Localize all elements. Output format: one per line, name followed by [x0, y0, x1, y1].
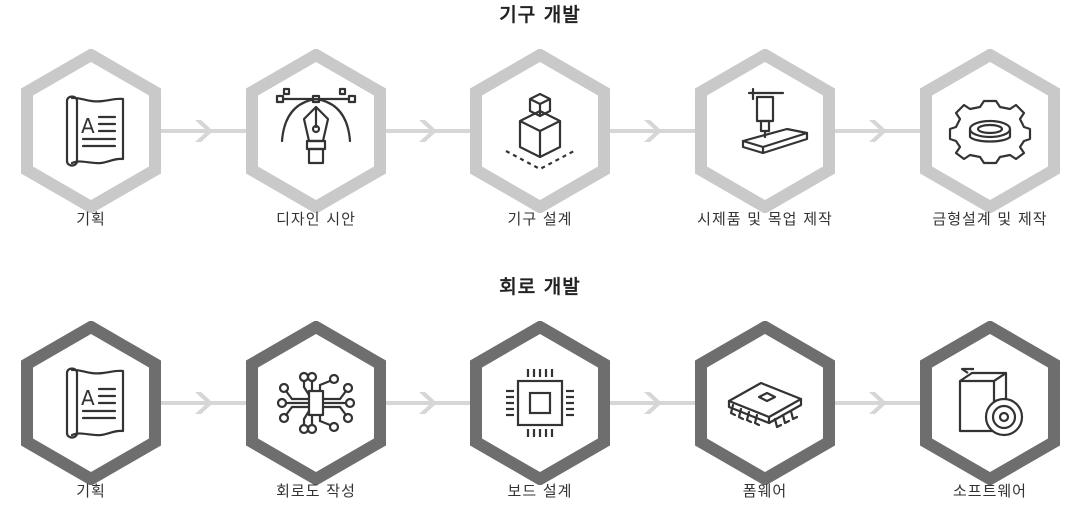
- hexagon-frame: [695, 49, 835, 213]
- pen-tool-icon: [275, 87, 357, 165]
- step-label-schematic: 회로도 작성: [276, 482, 356, 500]
- step-label-planning: 기획: [76, 210, 106, 228]
- connector-line: [825, 401, 930, 405]
- step-label-firmware: 폼웨어: [742, 482, 788, 500]
- step-planning: A: [19, 321, 163, 485]
- connector-line: [600, 129, 705, 133]
- section-title-mechanical: 기구 개발: [499, 4, 581, 26]
- svg-text:A: A: [81, 114, 95, 138]
- step-schematic: [244, 321, 388, 485]
- step-label-board-design: 보드 설계: [507, 482, 573, 500]
- connector-line: [376, 129, 480, 133]
- step-label-prototype-mockup: 시제품 및 목업 제작: [697, 210, 833, 228]
- circuit-diagram-icon: [276, 371, 356, 435]
- step-mold-design: [918, 49, 1062, 213]
- software-box-disc-icon: [958, 367, 1024, 437]
- hexagon-frame: A: [21, 321, 161, 485]
- chevron-right-icon: [643, 120, 662, 142]
- document-scroll-icon: A: [65, 367, 125, 439]
- chevron-right-icon: [194, 120, 213, 142]
- step-label-design-draft: 디자인 시안: [276, 210, 356, 228]
- section-title-circuit: 회로 개발: [499, 276, 581, 298]
- step-prototype-mockup: [693, 49, 837, 213]
- chevron-right-icon: [643, 392, 662, 414]
- step-label-planning: 기획: [76, 482, 106, 500]
- connector-line: [825, 129, 930, 133]
- step-planning: A: [19, 49, 163, 213]
- step-mechanical-design: [468, 49, 612, 213]
- step-board-design: [468, 321, 612, 485]
- step-label-software: 소프트웨어: [952, 482, 1027, 500]
- cpu-chip-icon: [506, 369, 574, 437]
- hexagon-frame: [470, 49, 610, 213]
- cnc-machine-icon: [741, 87, 809, 155]
- step-design-draft: [244, 49, 388, 213]
- step-label-mold-design: 금형설계 및 제작: [932, 210, 1048, 228]
- connector-line: [151, 401, 256, 405]
- microchip-icon: [727, 381, 803, 429]
- hexagon-frame: [920, 321, 1060, 485]
- hexagon-frame: [470, 321, 610, 485]
- chevron-right-icon: [868, 392, 887, 414]
- 3d-cube-icon: [505, 92, 575, 171]
- connector-line: [151, 129, 256, 133]
- chevron-right-icon: [194, 392, 213, 414]
- step-firmware: [693, 321, 837, 485]
- chevron-right-icon: [419, 120, 437, 142]
- step-software: [918, 321, 1062, 485]
- gear-icon: [948, 99, 1032, 165]
- connector-line: [376, 401, 480, 405]
- step-label-mechanical-design: 기구 설계: [507, 210, 573, 228]
- hexagon-frame: A: [21, 49, 161, 213]
- hexagon-frame: [920, 49, 1060, 213]
- svg-text:A: A: [81, 386, 95, 410]
- document-scroll-icon: A: [65, 95, 125, 167]
- hexagon-frame: [246, 49, 386, 213]
- connector-line: [600, 401, 705, 405]
- hexagon-frame: [695, 321, 835, 485]
- hexagon-frame: [246, 321, 386, 485]
- chevron-right-icon: [419, 392, 437, 414]
- chevron-right-icon: [868, 120, 887, 142]
